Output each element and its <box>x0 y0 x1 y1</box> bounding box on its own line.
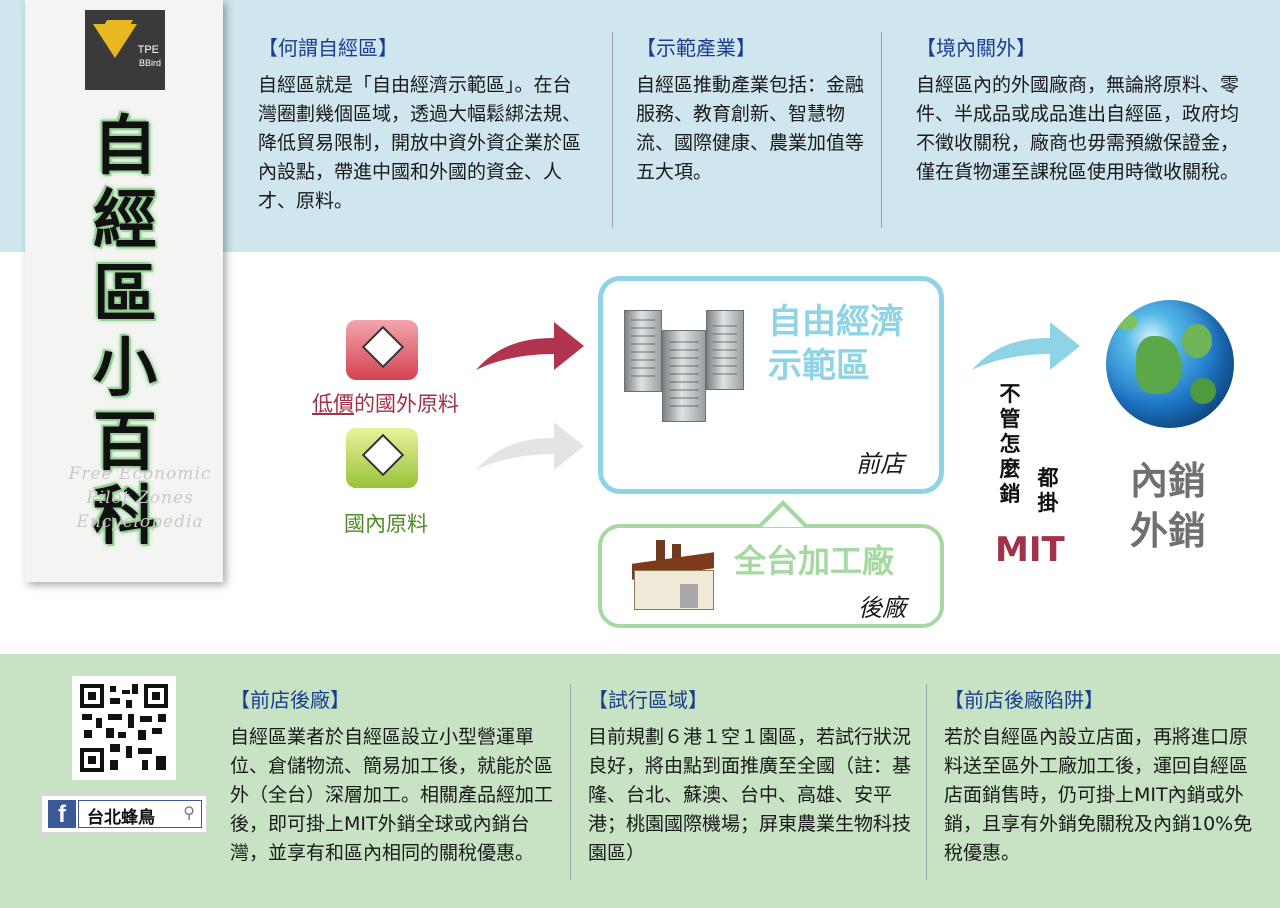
section-body: 若於自經區內設立店面，再將進口原料送至區外工廠加工後，運回自經區店面銷售時，仍可… <box>944 726 1253 864</box>
section-heading: 【前店後廠】 <box>230 688 350 712</box>
back-factory-label: 後廠 <box>858 594 906 622</box>
column-divider <box>612 32 613 228</box>
connector-notch-inner <box>762 506 804 527</box>
foreign-material-label: 低價的國外原料 <box>312 388 459 418</box>
cheap-label: 低價 <box>312 392 354 416</box>
top-col-what-is: 【何謂自經區】 自經區就是「自由經濟示範區」。在台灣圈劃幾個區域，透過大幅鬆綁法… <box>258 32 584 216</box>
bird-icon-body <box>93 24 137 58</box>
qr-code[interactable] <box>72 676 176 780</box>
sidebar-title-card: TPE BBird 自 經 區 小 百 科 Free Economic Pilo… <box>25 0 223 582</box>
title-char: 科 <box>93 479 157 554</box>
market-line: 外銷 <box>1130 509 1207 553</box>
worker-sign-icon <box>361 433 405 477</box>
section-body: 自經區業者於自經區設立小型營運單位、倉儲物流、簡易加工後，就能於區外（全台）深層… <box>230 726 554 864</box>
section-body: 自經區內的外國廠商，無論將原料、零件、半成品或成品進出自經區，政府均不徵收關稅，… <box>916 74 1240 183</box>
foreign-material-bag-icon <box>346 320 418 380</box>
vertical-label-right: 都掛 <box>1036 466 1060 516</box>
watermark-line: Pilot Zones <box>86 488 194 508</box>
free-zone-title-line: 自由經濟 <box>768 302 904 342</box>
worker-sign-icon <box>361 325 405 369</box>
factory-icon <box>632 540 714 610</box>
section-body: 自經區就是「自由經濟示範區」。在台灣圈劃幾個區域，透過大幅鬆綁法規、降低貿易限制… <box>258 74 582 212</box>
section-heading: 【前店後廠陷阱】 <box>944 688 1104 712</box>
watermark-line: Free Economic <box>68 464 212 484</box>
blue-arrow-icon <box>972 322 1080 370</box>
section-heading: 【境內關外】 <box>916 36 1036 60</box>
bottom-col-front-shop: 【前店後廠】 自經區業者於自經區設立小型營運單位、倉儲物流、簡易加工後，就能於區… <box>230 684 556 868</box>
bottom-col-pilot-areas: 【試行區域】 目前規劃６港１空１園區，若試行狀況良好，將由點到面推廣至全國（註：… <box>588 684 914 868</box>
facebook-page-name: 台北蜂鳥 <box>87 808 155 828</box>
mit-label: MIT <box>995 530 1065 570</box>
section-body: 自經區推動產業包括：金融服務、教育創新、智慧物流、國際健康、農業加值等五大項。 <box>636 74 865 183</box>
title-char: 小 <box>93 331 157 406</box>
free-zone-title: 自由經濟 示範區 <box>768 300 904 388</box>
foreign-label-rest: 的國外原料 <box>354 392 459 416</box>
section-heading: 【何謂自經區】 <box>258 36 398 60</box>
domestic-material-label: 國內原料 <box>344 512 428 536</box>
front-shop-label: 前店 <box>856 450 904 478</box>
section-heading: 【試行區域】 <box>588 688 708 712</box>
red-arrow-icon <box>476 322 584 370</box>
column-divider <box>881 32 882 228</box>
facebook-icon: f <box>48 800 76 828</box>
column-divider <box>570 684 571 880</box>
domestic-material-bag-icon <box>346 428 418 488</box>
processing-plant-title: 全台加工廠 <box>734 542 895 580</box>
free-zone-title-line: 示範區 <box>768 346 870 386</box>
title-char: 自 <box>93 109 157 184</box>
market-label: 內銷 外銷 <box>1130 456 1206 556</box>
logo-text-tpe: TPE <box>137 44 159 56</box>
tpe-bbird-logo: TPE BBird <box>85 10 165 90</box>
market-line: 內銷 <box>1130 459 1207 503</box>
english-watermark: Free Economic Pilot Zones Encyclopedia <box>55 462 225 534</box>
column-divider <box>926 684 927 880</box>
title-char: 百 <box>93 405 157 480</box>
title-char: 經 <box>93 183 157 258</box>
vertical-text: 不管怎麼銷 <box>999 382 1021 506</box>
search-icon: ⚲ <box>183 803 195 822</box>
qr-code-icon <box>80 684 168 772</box>
bottom-col-trap: 【前店後廠陷阱】 若於自經區內設立店面，再將進口原料送至區外工廠加工後，運回自經… <box>944 684 1266 868</box>
title-char: 區 <box>93 257 157 332</box>
facebook-search-badge[interactable]: f 台北蜂鳥 ⚲ <box>40 794 208 834</box>
vertical-label-left: 不管怎麼銷 <box>998 382 1022 507</box>
facebook-search-box[interactable]: 台北蜂鳥 ⚲ <box>78 800 202 828</box>
section-heading: 【示範產業】 <box>636 36 756 60</box>
bottom-info-band <box>0 654 1280 908</box>
top-col-industries: 【示範產業】 自經區推動產業包括：金融服務、教育創新、智慧物流、國際健康、農業加… <box>636 32 870 187</box>
vertical-text: 都掛 <box>1037 466 1059 515</box>
section-body: 目前規劃６港１空１園區，若試行狀況良好，將由點到面推廣至全國（註：基隆、台北、蘇… <box>588 726 912 864</box>
grey-arrow-icon <box>476 422 584 470</box>
office-buildings-icon <box>624 300 754 422</box>
logo-text-bbird: BBird <box>138 58 161 68</box>
globe-icon <box>1106 300 1234 428</box>
sidebar-title: 自 經 區 小 百 科 <box>85 110 165 554</box>
watermark-line: Encyclopedia <box>76 512 204 532</box>
top-col-customs: 【境內關外】 自經區內的外國廠商，無論將原料、零件、半成品或成品進出自經區，政府… <box>916 32 1242 187</box>
